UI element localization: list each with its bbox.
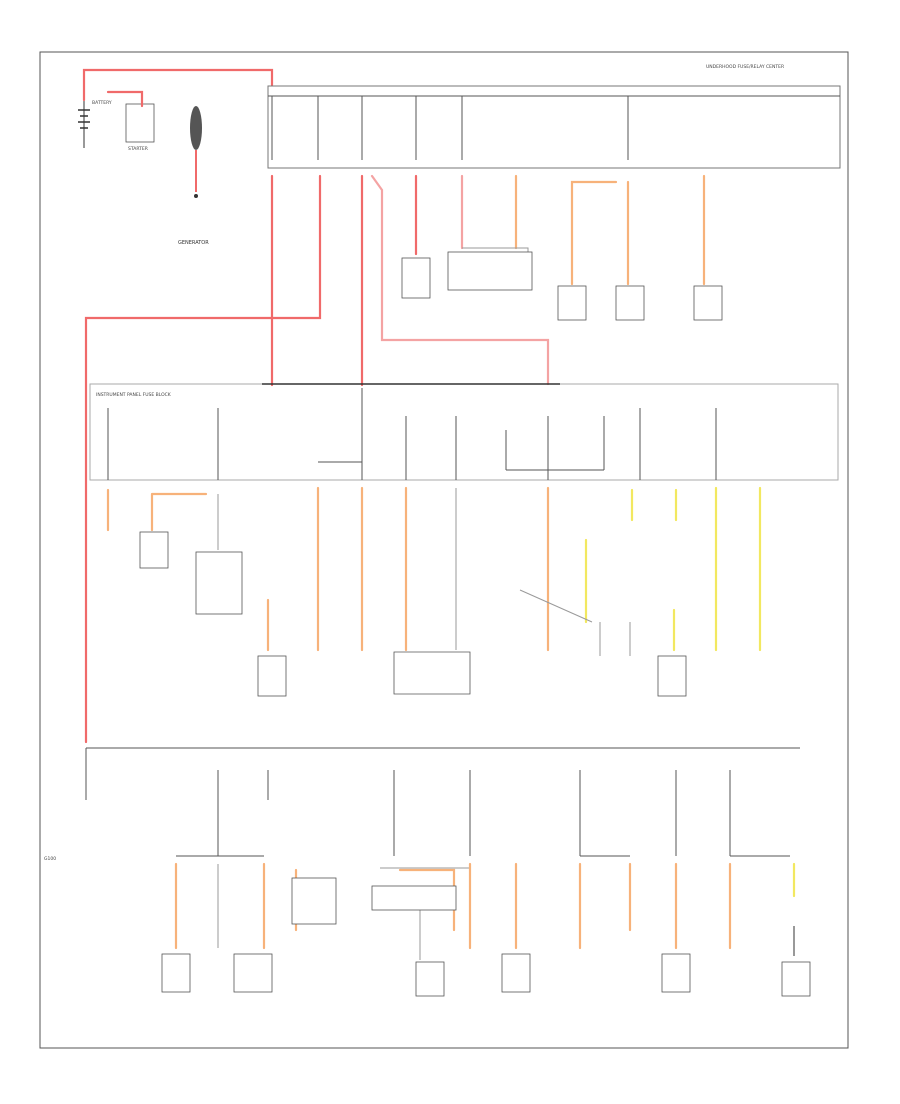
fuse-block-top — [267, 85, 841, 169]
generator-symbol — [190, 106, 202, 198]
bottom-components — [161, 877, 811, 997]
battery-label: BATTERY — [92, 100, 112, 106]
fuse-block-label: UNDERHOOD FUSE/RELAY CENTER — [706, 64, 784, 70]
diagram-border — [39, 51, 849, 1049]
wire-mid-16 — [519, 589, 631, 656]
wire-bot-6 — [380, 867, 471, 960]
bus-block-label: INSTRUMENT PANEL FUSE BLOCK — [96, 392, 172, 398]
top-components — [401, 251, 723, 321]
battery-symbol — [78, 100, 90, 148]
generator-label: GENERATOR — [178, 240, 209, 246]
battery-main-wire — [82, 68, 274, 102]
wire-top-4 — [370, 174, 550, 386]
mid-fuse-drops — [107, 388, 717, 480]
wire-top-2 — [84, 174, 322, 744]
starter-label: STARTER — [128, 146, 148, 152]
fuse-block-mid — [89, 383, 839, 481]
starter-feed-wire — [106, 90, 144, 108]
bottom-fuse-drops — [85, 748, 790, 857]
ground-strip-label: G100 — [44, 856, 56, 862]
starter-box — [125, 103, 155, 143]
mid-components — [139, 531, 687, 697]
wire-top-8 — [570, 180, 618, 286]
wire-mid-2 — [150, 492, 208, 532]
top-fuse-drops — [271, 96, 629, 160]
